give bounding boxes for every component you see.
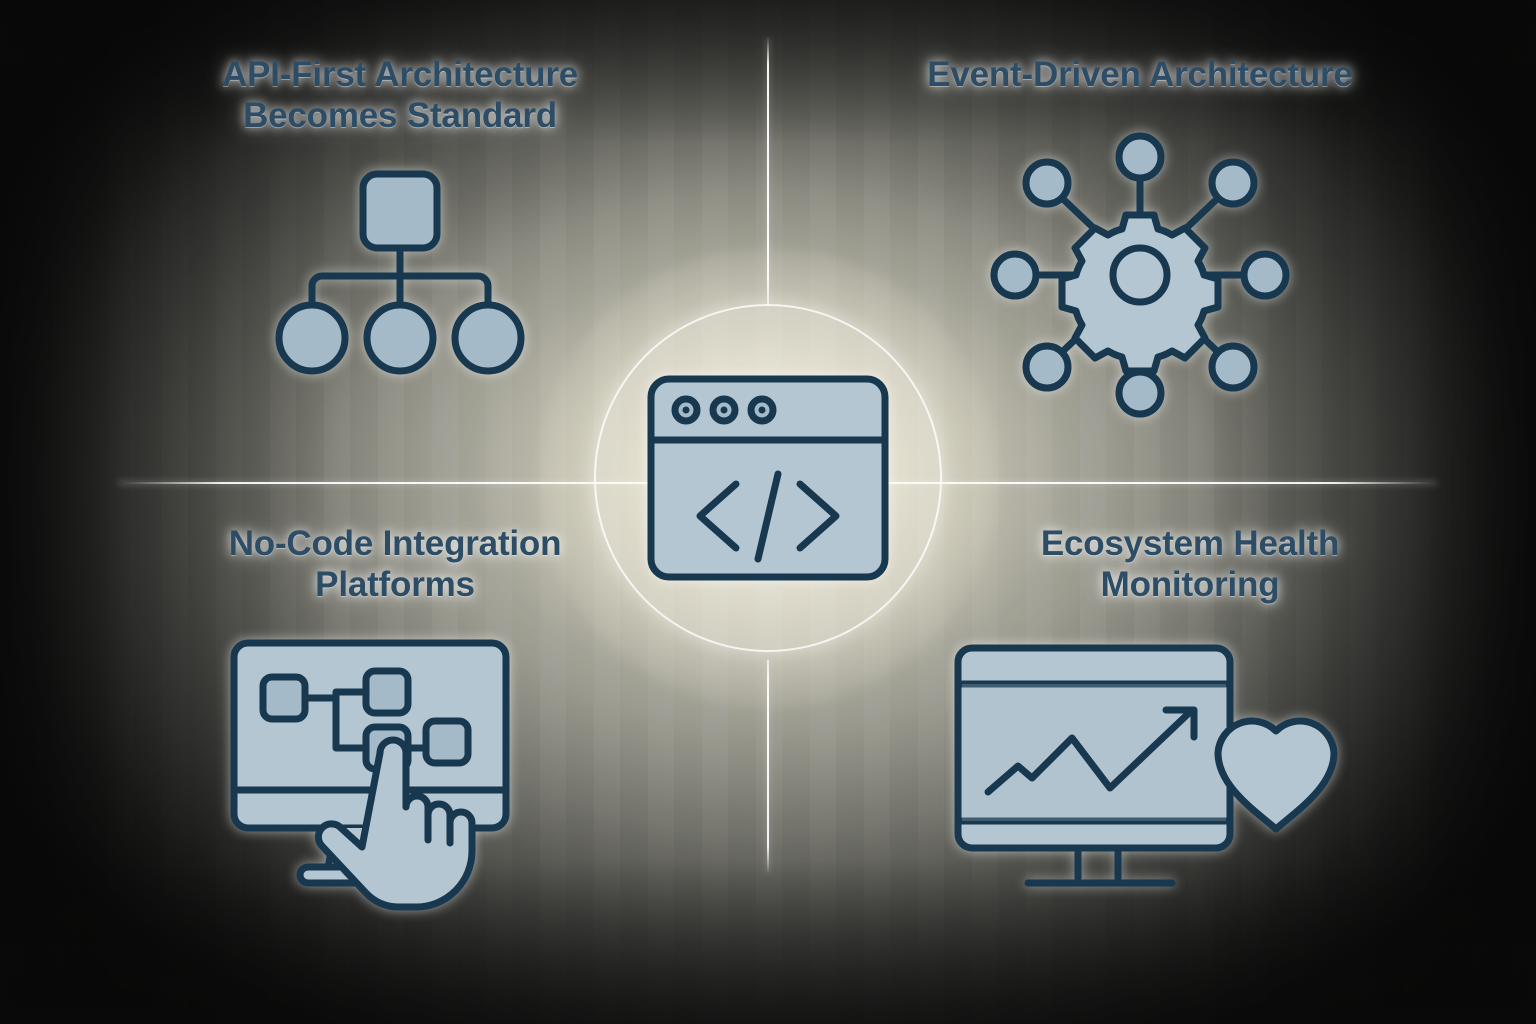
code-window-icon: [645, 373, 891, 583]
hierarchy-tree-icon: [275, 168, 525, 383]
divider-vertical-top: [767, 38, 769, 306]
gear-hub-network-icon: [985, 125, 1295, 425]
divider-vertical-bottom: [767, 660, 769, 872]
monitor-trendline-heart-icon: [950, 640, 1340, 895]
monitor-flowchart-hand-icon: [228, 635, 518, 920]
